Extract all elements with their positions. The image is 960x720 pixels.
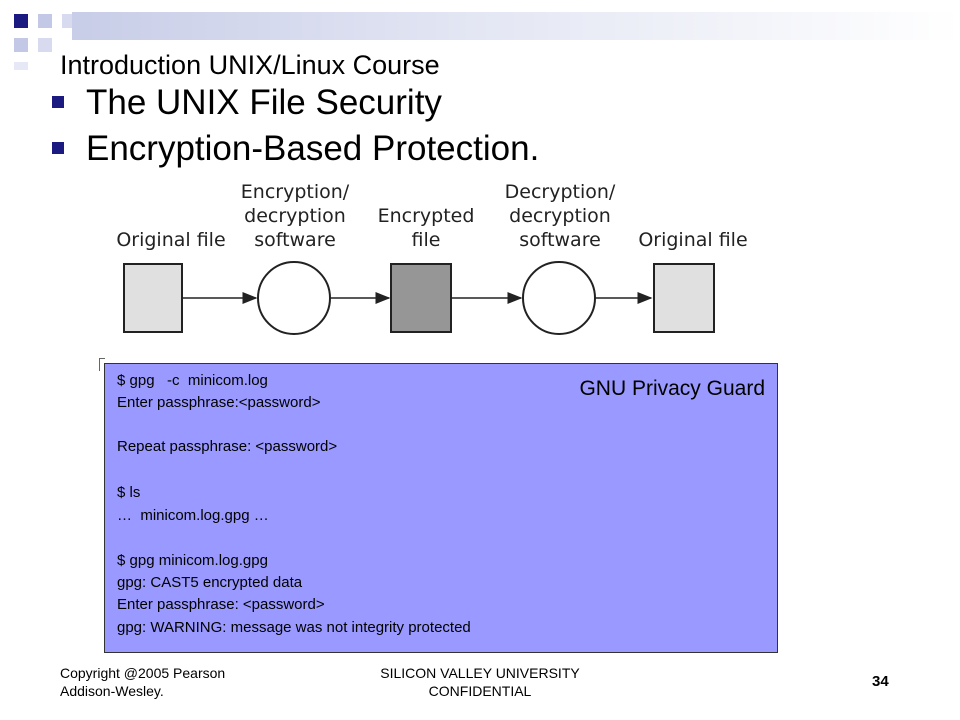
terminal-line: gpg: WARNING: message was not integrity … [117,619,471,636]
label-line: Original file [116,229,226,251]
encryption-software-circle [257,261,331,335]
bullet-square-icon [52,96,64,108]
label-line: file [411,229,441,251]
encryption-diagram: Original file Encryption/ decryption sof… [96,174,776,366]
label-original-file-right: Original file [618,228,768,252]
footer-organization: SILICON VALLEY UNIVERSITY CONFIDENTIAL [340,664,620,700]
footer-copyright: Copyright @2005 Pearson Addison-Wesley. [60,664,225,700]
slide-title: Introduction UNIX/Linux Course [60,50,440,80]
label-line: Encryption/ [240,181,350,203]
label-line: Original file [638,229,748,251]
bullet-item: Encryption-Based Protection. [52,126,539,171]
label-decryption-software: Decryption/ decryption software [485,180,635,252]
footer-line: CONFIDENTIAL [428,683,532,699]
footer-line: SILICON VALLEY UNIVERSITY [380,665,580,681]
logo-square [62,14,72,28]
bullet-item: The UNIX File Security [52,80,539,125]
header-gradient-band [72,12,960,40]
label-line: Decryption/ [504,181,616,203]
original-file-square-left [123,263,183,333]
label-line: Encrypted [377,205,475,227]
logo-square [38,38,52,52]
terminal-line: … minicom.log.gpg … [117,507,269,524]
footer-line: Addison-Wesley. [60,683,164,699]
logo-square-dark [14,14,28,28]
terminal-line: $ gpg -c minicom.log [117,372,268,389]
label-encryption-software: Encryption/ decryption software [220,180,370,252]
logo-square [38,14,52,28]
encrypted-file-square [390,263,452,333]
bullet-text: Encryption-Based Protection. [86,129,540,168]
logo-square [14,62,28,70]
decryption-software-circle [522,261,596,335]
original-file-square-right [653,263,715,333]
bullet-text: The UNIX File Security [86,83,442,122]
label-line: decryption [509,205,611,227]
terminal-box: GNU Privacy Guard $ gpg -c minicom.log E… [104,363,778,653]
logo-square [14,38,28,52]
page-number: 34 [872,673,889,690]
bullet-list: The UNIX File Security Encryption-Based … [52,80,539,172]
terminal-line: Enter passphrase:<password> [117,394,321,411]
label-line: software [254,229,336,251]
bullet-square-icon [52,142,64,154]
frame-corner [99,358,105,371]
terminal-line: Repeat passphrase: <password> [117,438,338,455]
label-original-file-left: Original file [96,228,246,252]
terminal-line: Enter passphrase: <password> [117,596,325,613]
diagram-shapes [123,261,715,335]
footer-line: Copyright @2005 Pearson [60,665,226,681]
terminal-line: $ gpg minicom.log.gpg [117,552,268,569]
label-encrypted-file: Encrypted file [351,204,501,252]
label-line: software [519,229,601,251]
terminal-line: gpg: CAST5 encrypted data [117,574,303,591]
terminal-line: $ ls [117,484,141,501]
label-line: decryption [244,205,346,227]
terminal-heading: GNU Privacy Guard [579,377,765,400]
